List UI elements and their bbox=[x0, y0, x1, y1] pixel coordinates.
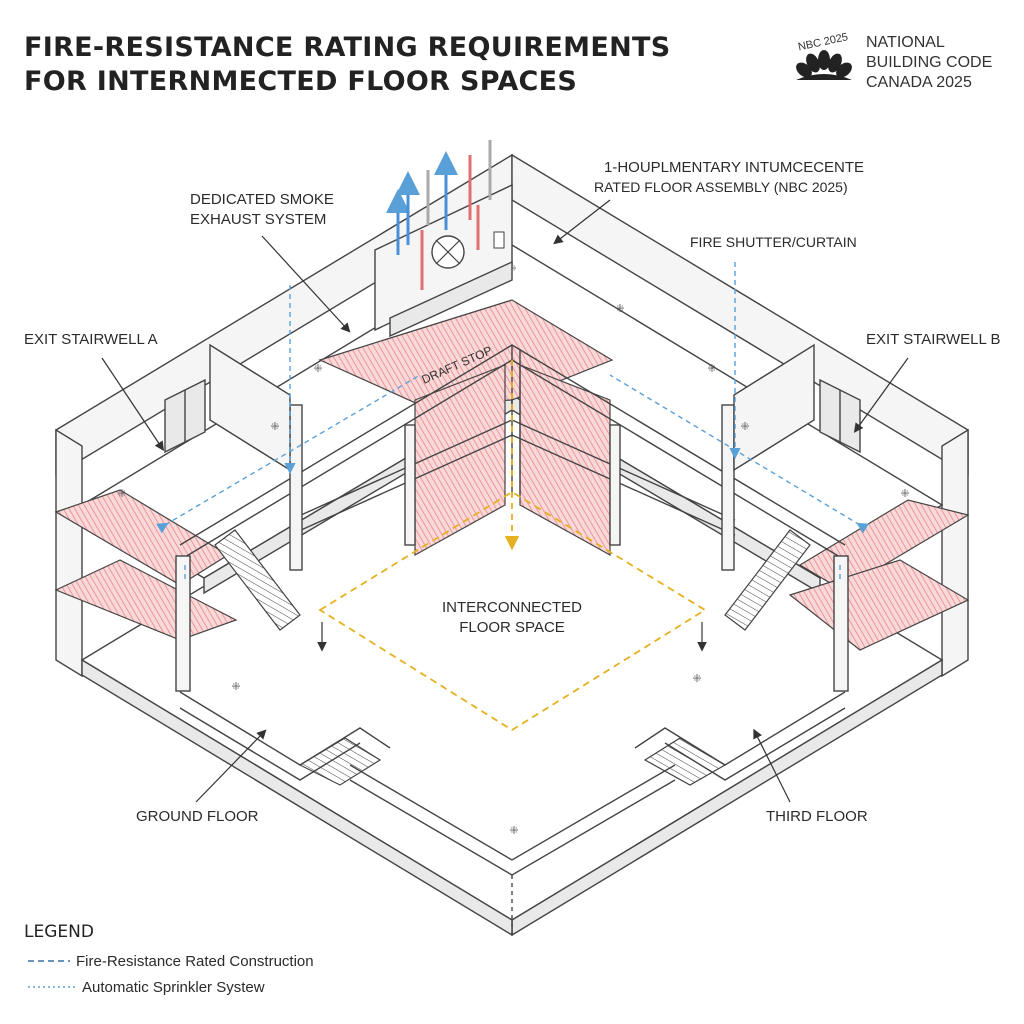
sprinkler-line-left bbox=[156, 374, 421, 534]
callout-smoke-exhaust: DEDICATED SMOKE EXHAUST SYSTEM bbox=[190, 191, 351, 333]
isometric-building: ⁜ ⁜ ⁜ ⁜ ⁜ ⁜ ⁜ ⁜ ⁜ ⁜ ⁜ bbox=[54, 140, 970, 937]
logo-line-3: CANADA 2025 bbox=[866, 74, 972, 91]
door-icon bbox=[819, 378, 861, 454]
logo-line-1: NATIONAL bbox=[866, 34, 945, 51]
callout-ground-floor: GROUND FLOOR bbox=[136, 729, 267, 825]
title-line-1: FIRE-RESISTANCE RATING REQUIREMENTS bbox=[24, 32, 670, 63]
svg-text:EXIT STAIRWELL B: EXIT STAIRWELL B bbox=[866, 331, 1001, 348]
stair-icon bbox=[724, 529, 811, 631]
airflow-arrows bbox=[386, 140, 492, 290]
door-icon bbox=[164, 378, 206, 454]
peacock-logo-icon bbox=[796, 50, 852, 80]
sprinkler-head-icon: ⁜ bbox=[900, 487, 909, 500]
nbc-logo: NBC 2025 NATIONAL BUILDING CODE CANADA 2… bbox=[796, 31, 992, 91]
svg-text:GROUND FLOOR: GROUND FLOOR bbox=[136, 808, 259, 825]
svg-text:DEDICATED SMOKE: DEDICATED SMOKE bbox=[190, 191, 334, 208]
svg-text:RATED FLOOR ASSEMBLY (NBC 2025: RATED FLOOR ASSEMBLY (NBC 2025) bbox=[594, 179, 848, 195]
sprinkler-head-icon: ⁜ bbox=[313, 362, 322, 375]
sprinkler-head-icon: ⁜ bbox=[117, 487, 126, 500]
legend-item-sprinkler: Automatic Sprinkler Systew bbox=[82, 979, 265, 996]
label-interconnected-2: FLOOR SPACE bbox=[459, 619, 565, 636]
rated-floor-left-lower bbox=[54, 559, 238, 641]
callout-exit-a: EXIT STAIRWELL A bbox=[24, 331, 164, 451]
callout-rated-floor: 1-HOUPLMENTARY INTUMCECENTE RATED FLOOR … bbox=[553, 159, 864, 245]
label-interconnected-1: INTERCONNECTED bbox=[442, 599, 582, 616]
sprinkler-head-icon: ⁜ bbox=[270, 420, 279, 433]
svg-text:EXIT STAIRWELL A: EXIT STAIRWELL A bbox=[24, 331, 158, 348]
logo-line-2: BUILDING CODE bbox=[866, 54, 992, 71]
callout-fire-shutter: FIRE SHUTTER/CURTAIN bbox=[690, 234, 857, 250]
sprinkler-head-icon: ⁜ bbox=[509, 824, 518, 837]
title-line-2: FOR INTERNMECTED FLOOR SPACES bbox=[24, 66, 577, 97]
legend-item-rated: Fire-Resistance Rated Construction bbox=[76, 953, 314, 970]
sprinkler-head-icon: ⁜ bbox=[707, 362, 716, 375]
sprinkler-head-icon: ⁜ bbox=[740, 420, 749, 433]
svg-text:EXHAUST SYSTEM: EXHAUST SYSTEM bbox=[190, 211, 326, 228]
legend: LEGEND Fire-Resistance Rated Constructio… bbox=[24, 922, 314, 996]
side-wall-left bbox=[55, 428, 83, 678]
stair-icon bbox=[214, 529, 301, 631]
sprinkler-head-icon: ⁜ bbox=[615, 302, 624, 315]
callout-exit-b: EXIT STAIRWELL B bbox=[853, 331, 1001, 433]
interconnected-space-outline bbox=[318, 490, 707, 732]
sprinkler-head-icon: ⁜ bbox=[692, 672, 701, 685]
callout-third-floor: THIRD FLOOR bbox=[753, 728, 868, 825]
side-wall-right bbox=[941, 428, 969, 678]
svg-text:1-HOUPLMENTARY INTUMCECENTE: 1-HOUPLMENTARY INTUMCECENTE bbox=[604, 159, 864, 176]
stair-enclosure-b bbox=[733, 343, 815, 472]
sprinkler-head-icon: ⁜ bbox=[231, 680, 240, 693]
svg-text:THIRD FLOOR: THIRD FLOOR bbox=[766, 808, 868, 825]
legend-title: LEGEND bbox=[24, 922, 94, 942]
